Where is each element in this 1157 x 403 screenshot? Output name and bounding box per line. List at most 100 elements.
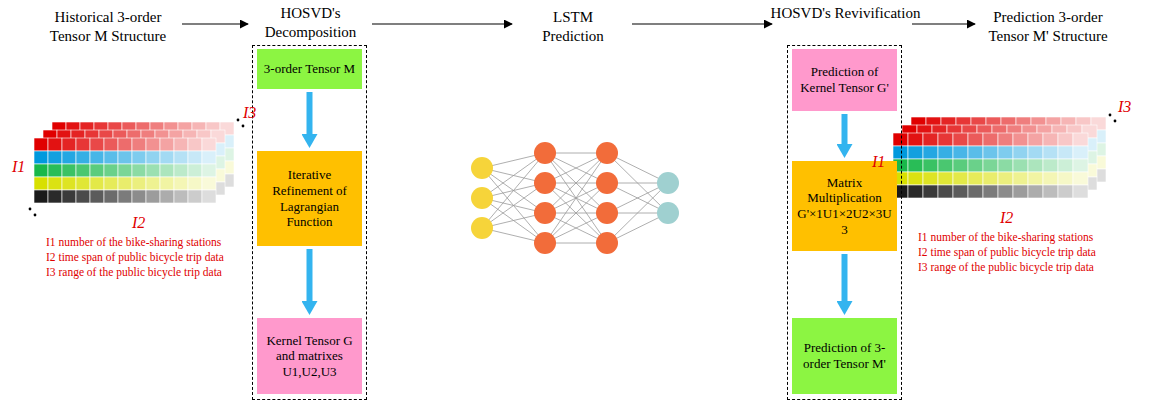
tensor-cell: [104, 177, 118, 190]
group-box: HOSVD's RevivificationPrediction of Kern…: [787, 45, 902, 400]
neuron: [534, 202, 556, 224]
tensor-cell: [90, 138, 104, 151]
tensor-cell: [998, 172, 1013, 185]
tensor-cell: [202, 138, 216, 151]
tensor-cell: [923, 159, 938, 172]
tensor-cell: [90, 151, 104, 164]
tensor-cell: [118, 177, 132, 190]
tensor-cell: [998, 185, 1013, 198]
tensor-cell: [76, 138, 90, 151]
tensor-cell: [174, 138, 188, 151]
tensor-cell: [1043, 185, 1058, 198]
axis-label: I1: [872, 153, 885, 171]
tensor-cell: [953, 172, 968, 185]
flow-arrow: [307, 92, 313, 134]
tensor-cell: [132, 151, 146, 164]
tensor-cell: [174, 177, 188, 190]
tensor-cell: [1058, 159, 1073, 172]
tensor-cell: [104, 190, 118, 203]
network-link: [545, 153, 607, 243]
tensor-cell: [1058, 172, 1073, 185]
neuron: [596, 202, 618, 224]
tensor-cell: [188, 190, 202, 203]
tensor-cell: [953, 159, 968, 172]
tensor-cell: [1058, 185, 1073, 198]
tensor-cell: [104, 151, 118, 164]
group-heading: HOSVD's Revivification: [768, 4, 923, 23]
tensor-cell: [938, 159, 953, 172]
axis-note: I1 number of the bike-sharing stations: [46, 236, 221, 250]
tensor-cell: [1028, 146, 1043, 159]
tensor-cell: [1058, 146, 1073, 159]
tensor-cell: [1013, 185, 1028, 198]
tensor-cell: [1073, 159, 1088, 172]
tensor-cell: [893, 146, 908, 159]
tensor-cell: [998, 159, 1013, 172]
tensor-slice: [34, 138, 216, 203]
tensor-slice: [43, 130, 225, 195]
axis-label: I2: [132, 214, 145, 232]
tensor-cell: [202, 151, 216, 164]
tensor-cell: [968, 159, 983, 172]
tensor-cell: [1043, 146, 1058, 159]
tensor-cell: [938, 146, 953, 159]
process-box: Prediction of 3-order Tensor M': [792, 318, 897, 394]
tensor-cell: [104, 138, 118, 151]
neuron: [596, 232, 618, 254]
tensor-cell: [90, 190, 104, 203]
neural-network-icon: [471, 142, 679, 254]
tensor-cell: [146, 138, 160, 151]
box-text: 3-order Tensor M: [264, 61, 355, 77]
tensor-cell: [62, 138, 76, 151]
tensor-cell: [146, 151, 160, 164]
network-link: [545, 153, 607, 243]
flow-arrow: [842, 254, 848, 301]
tensor-cell: [146, 190, 160, 203]
tensor-cell: [968, 172, 983, 185]
tensor-cell: [76, 151, 90, 164]
axis-note: I1 number of the bike-sharing stations: [918, 231, 1093, 245]
tensor-cell: [953, 133, 968, 146]
tensor-cell: [62, 177, 76, 190]
neuron: [596, 172, 618, 194]
tensor-cell: [48, 138, 62, 151]
tensor-cell: [132, 177, 146, 190]
axis-label: I3: [243, 104, 256, 122]
tensor-slice: [902, 125, 1097, 190]
tensor-cell: [983, 185, 998, 198]
axis-label: I3: [1118, 98, 1131, 116]
network-link: [482, 183, 545, 228]
tensor-cell: [132, 190, 146, 203]
neuron: [657, 172, 679, 194]
tensor-cell: [34, 164, 48, 177]
axis-note: I3 range of the public bicycle trip data: [46, 266, 222, 280]
tensor-cell: [62, 190, 76, 203]
tensor-cell: [1043, 133, 1058, 146]
tensor-cell: [146, 164, 160, 177]
ellipsis-dot: [1114, 120, 1117, 123]
tensor-cell: [1058, 133, 1073, 146]
tensor-cell: [923, 185, 938, 198]
neuron: [657, 202, 679, 224]
tensor-cell: [160, 164, 174, 177]
tensor-cell: [908, 172, 923, 185]
tensor-cell: [118, 151, 132, 164]
tensor-grid: [29, 119, 245, 217]
process-box: Kernel Tensor G and matrixes U1,U2,U3: [257, 318, 362, 394]
tensor-cell: [953, 185, 968, 198]
tensor-cell: [1073, 133, 1088, 146]
stage-heading: LSTM Prediction: [528, 8, 618, 46]
tensor-cell: [48, 151, 62, 164]
ellipsis-dot: [34, 214, 37, 217]
tensor-cell: [188, 164, 202, 177]
tensor-cell: [160, 151, 174, 164]
tensor-cell: [938, 133, 953, 146]
tensor-cell: [998, 133, 1013, 146]
tensor-cell: [132, 164, 146, 177]
tensor-cell: [968, 146, 983, 159]
tensor-cell: [1013, 133, 1028, 146]
flow-arrow: [372, 23, 512, 24]
